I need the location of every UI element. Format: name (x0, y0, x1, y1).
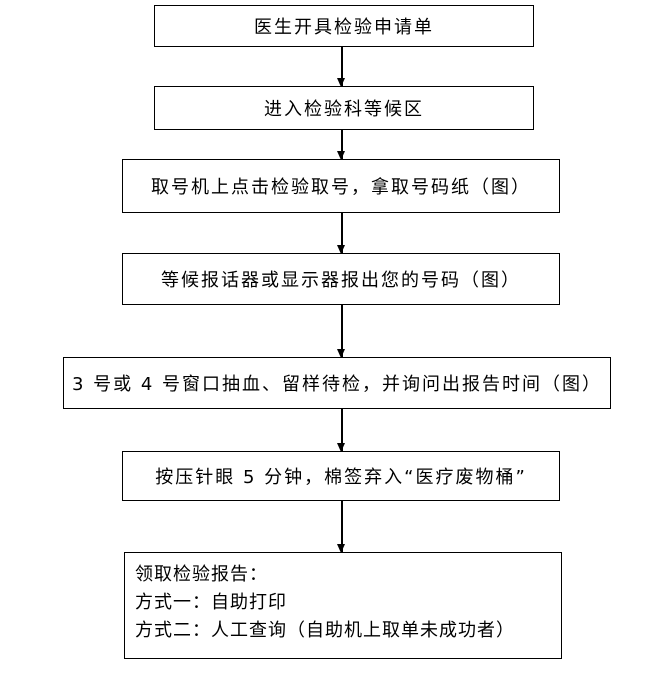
step-doctor-request: 医生开具检验申请单 (154, 5, 534, 47)
step-blood-draw: 3 号或 4 号窗口抽血、留样待检，并询问出报告时间（图） (63, 357, 611, 409)
step-collect-report: 领取检验报告： 方式一：自助打印 方式二：人工查询（自助机上取单未成功者） (124, 552, 562, 659)
report-option-manual-query: 方式二：人工查询（自助机上取单未成功者） (135, 620, 515, 641)
step-take-number: 取号机上点击检验取号，拿取号码纸（图） (122, 159, 560, 213)
arrow-4 (338, 305, 344, 358)
step-press-needle-site: 按压针眼 5 分钟，棉签弃入“医疗废物桶” (122, 451, 560, 501)
report-option-self-print: 方式一：自助打印 (135, 592, 287, 613)
report-title: 领取检验报告： (135, 564, 268, 585)
arrow-6 (338, 501, 344, 553)
step-wait-for-call: 等候报话器或显示器报出您的号码（图） (122, 253, 560, 305)
step-enter-waiting-area: 进入检验科等候区 (154, 86, 534, 130)
arrow-3 (338, 213, 344, 254)
arrow-1 (338, 47, 344, 87)
arrow-2 (338, 130, 344, 160)
arrow-5 (338, 409, 344, 452)
